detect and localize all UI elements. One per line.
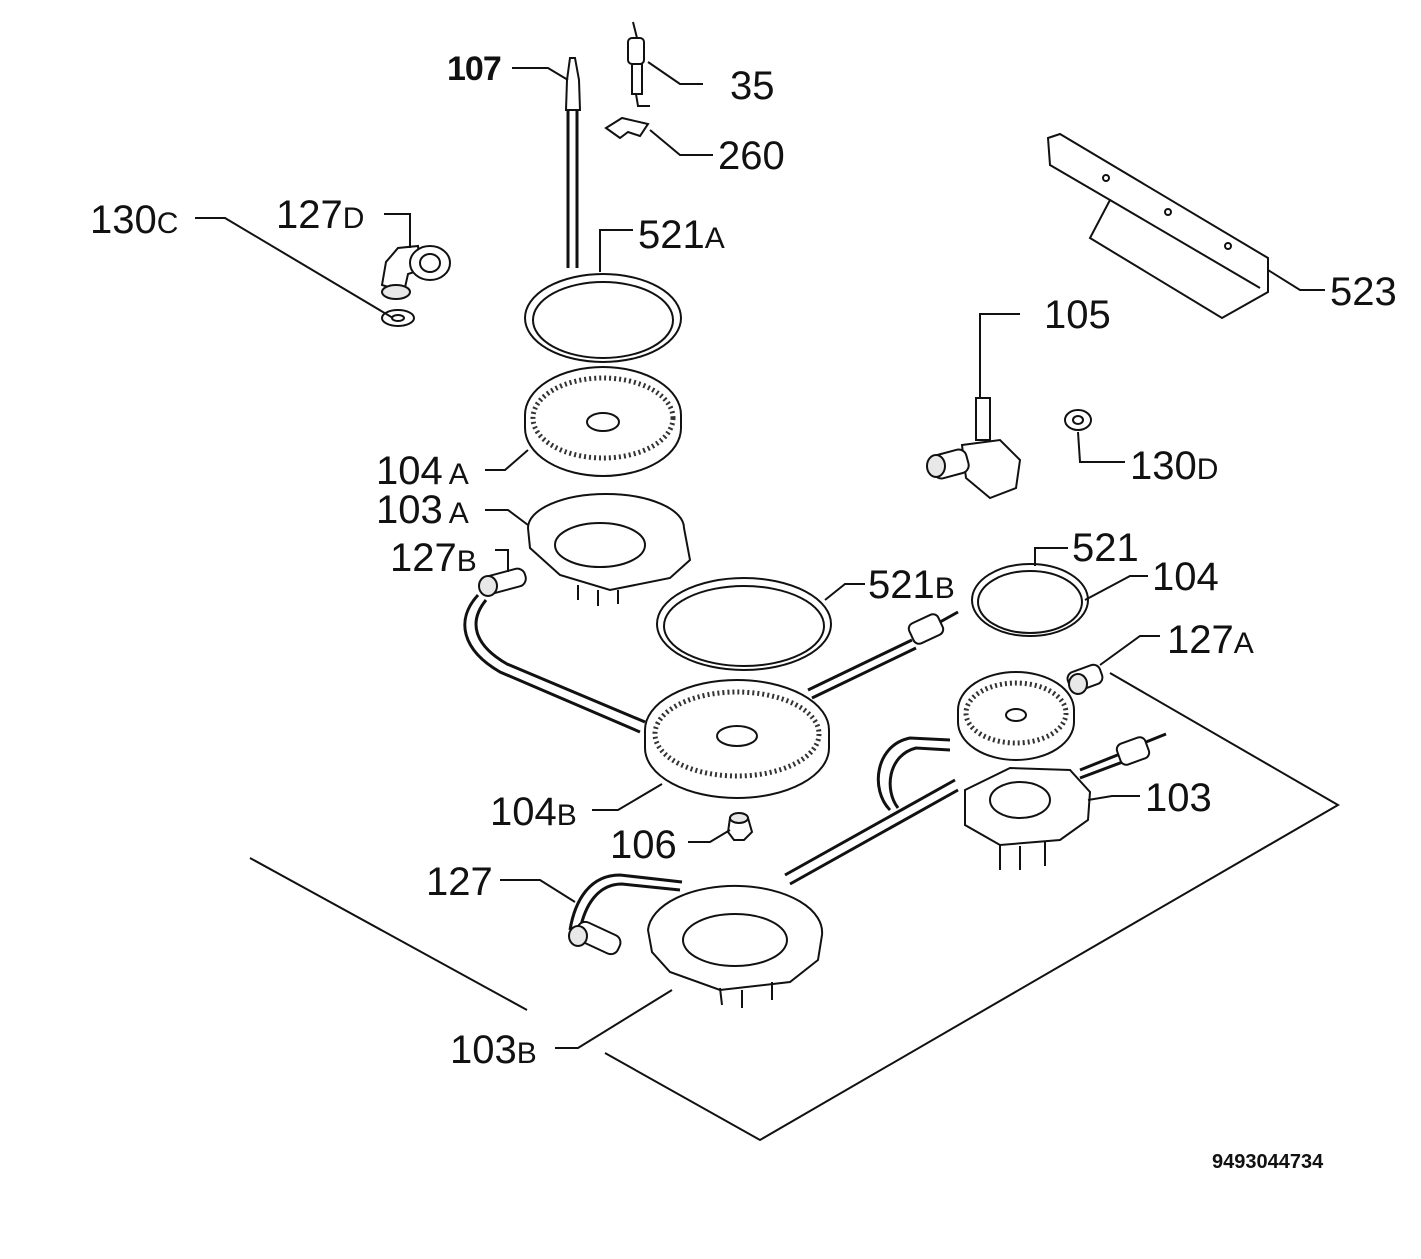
part-127d-elbow [380, 244, 451, 300]
part-130c-washer [381, 309, 415, 327]
part-521b-burner-cap [656, 577, 832, 671]
gas-pipe-left [463, 593, 646, 734]
label-103a-number: 103 [376, 488, 443, 532]
gas-pipe-right [876, 732, 1167, 812]
part-104b-flame-spreader [644, 679, 830, 799]
label-35: 35 [730, 64, 775, 108]
label-130d-number: 130 [1130, 444, 1197, 488]
label-521b: 521B [868, 565, 955, 605]
part-127a-fitting [1066, 663, 1104, 695]
label-103b-number: 103 [450, 1028, 517, 1072]
part-523-bracket [1046, 132, 1269, 320]
part-103a-burner-base [526, 493, 692, 606]
part-103b-burner-base [646, 884, 824, 1008]
part-104a-flame-spreader [524, 366, 682, 477]
label-127a: 127A [1167, 620, 1254, 660]
label-104: 104 [1152, 555, 1219, 599]
label-521a-suffix: A [704, 222, 725, 255]
part-103-burner-base [964, 766, 1092, 870]
label-103b-suffix: B [516, 1037, 537, 1070]
label-523: 523 [1330, 270, 1397, 314]
part-104-small-cap [971, 563, 1089, 637]
label-103a-suffix: A [448, 497, 469, 530]
part-521a-burner-cap [524, 273, 682, 363]
label-521a: 521A [638, 215, 725, 255]
label-521a-number: 521 [638, 213, 705, 257]
part-260-clip [604, 116, 650, 140]
label-260: 260 [718, 134, 785, 178]
part-127-fitting [568, 873, 683, 956]
label-127d-suffix: D [342, 202, 365, 235]
label-104b: 104B [490, 792, 577, 832]
label-130c-number: 130 [90, 198, 157, 242]
label-107: 107 [447, 50, 502, 88]
part-130d-washer [1064, 409, 1092, 431]
label-521b-number: 521 [868, 563, 935, 607]
label-130d-suffix: D [1196, 453, 1219, 486]
label-127a-number: 127 [1167, 618, 1234, 662]
label-521b-suffix: B [934, 572, 955, 605]
label-103: 103 [1145, 776, 1212, 820]
label-127b: 127B [390, 538, 477, 578]
label-130c-suffix: C [156, 207, 179, 240]
label-127: 127 [426, 860, 493, 904]
cooktop-outline [249, 672, 1340, 1142]
label-127d-number: 127 [276, 193, 343, 237]
label-130c: 130C [90, 200, 178, 240]
label-104a-suffix: A [448, 458, 469, 491]
label-127b-number: 127 [390, 536, 457, 580]
leader-lines [195, 61, 1325, 1049]
gas-pipe-center [807, 610, 959, 700]
label-521: 521 [1072, 526, 1139, 570]
gas-pipe-bottom [784, 778, 959, 886]
part-106-injector [726, 812, 754, 841]
label-104b-suffix: B [556, 799, 577, 832]
label-127a-suffix: A [1233, 627, 1254, 660]
label-104a-number: 104 [376, 449, 443, 493]
label-130d: 130D [1130, 446, 1218, 486]
label-103b: 103B [450, 1030, 537, 1070]
part-35-electrode [627, 21, 650, 107]
label-127b-suffix: B [456, 545, 477, 578]
document-number: 9493044734 [1212, 1151, 1324, 1173]
label-106: 106 [610, 823, 677, 867]
label-104b-number: 104 [490, 790, 557, 834]
part-127b-fitting [478, 567, 527, 597]
part-105-gas-valve [926, 397, 1022, 500]
part-small-flame-spreader [957, 671, 1075, 761]
part-107-thermocouple [564, 57, 582, 268]
label-105: 105 [1044, 293, 1111, 337]
label-127d: 127D [276, 195, 364, 235]
